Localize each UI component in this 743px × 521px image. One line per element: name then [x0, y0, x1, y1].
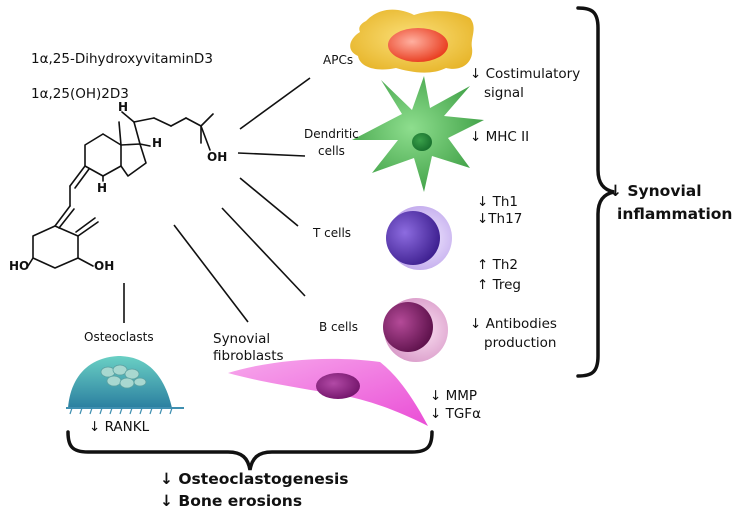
- effect-costimulatory: ↓ Costimulatory: [470, 66, 581, 82]
- outcome-bone-erosions: ↓ Bone erosions: [160, 492, 303, 510]
- effect-mhc: ↓ MHC II: [470, 129, 530, 145]
- effect-tgf: ↓ TGFα: [430, 406, 481, 422]
- apc-cell: [350, 9, 474, 73]
- calcitriol-structure: [27, 111, 214, 269]
- effect-th17: ↓Th17: [477, 211, 523, 227]
- b-cell: [383, 298, 448, 362]
- atom-h-bottom: H: [97, 181, 108, 195]
- effect-mmp: ↓ MMP: [430, 388, 478, 404]
- effect-th2: ↑ Th2: [477, 257, 518, 273]
- compound-abbrev: 1α,25(OH)2D3: [31, 86, 129, 102]
- osteoclast-cell: [66, 356, 184, 415]
- bottom-brace: [66, 430, 434, 471]
- outcome-inflammation: inflammation: [617, 205, 733, 223]
- atom-oh-side: OH: [207, 150, 228, 164]
- dendritic-cell: [352, 76, 484, 192]
- connector-lines: [123, 77, 311, 323]
- atom-oh-ring: OH: [94, 259, 115, 273]
- compound-name: 1α,25-DihydroxyvitaminD3: [31, 51, 213, 67]
- atom-h-mid: H: [152, 136, 163, 150]
- atom-ho-ring: HO: [9, 259, 30, 273]
- t-cell: [386, 206, 452, 270]
- effect-th1: ↓ Th1: [477, 194, 518, 210]
- effect-costimulatory-signal: signal: [484, 85, 524, 101]
- label-fibroblasts: fibroblasts: [213, 348, 284, 364]
- outcome-synovial: ↓ Synovial: [609, 182, 702, 200]
- label-apcs: APCs: [323, 53, 354, 67]
- effect-antibodies: ↓ Antibodies: [470, 316, 557, 332]
- label-osteoclasts: Osteoclasts: [84, 330, 154, 344]
- label-synovial: Synovial: [213, 331, 271, 347]
- label-bcells: B cells: [319, 320, 358, 334]
- label-tcells: T cells: [313, 226, 352, 240]
- effect-treg: ↑ Treg: [477, 277, 521, 293]
- atom-h-top: H: [118, 100, 129, 114]
- right-brace: [576, 6, 615, 378]
- outcome-osteoclastogenesis: ↓ Osteoclastogenesis: [160, 470, 349, 488]
- effect-rankl: ↓ RANKL: [89, 419, 150, 435]
- effect-antibodies-production: production: [484, 335, 557, 351]
- label-dendritic-cells: cells: [318, 144, 345, 158]
- label-dendritic: Dendritic: [304, 127, 359, 141]
- fibroblast-cell: [228, 358, 428, 426]
